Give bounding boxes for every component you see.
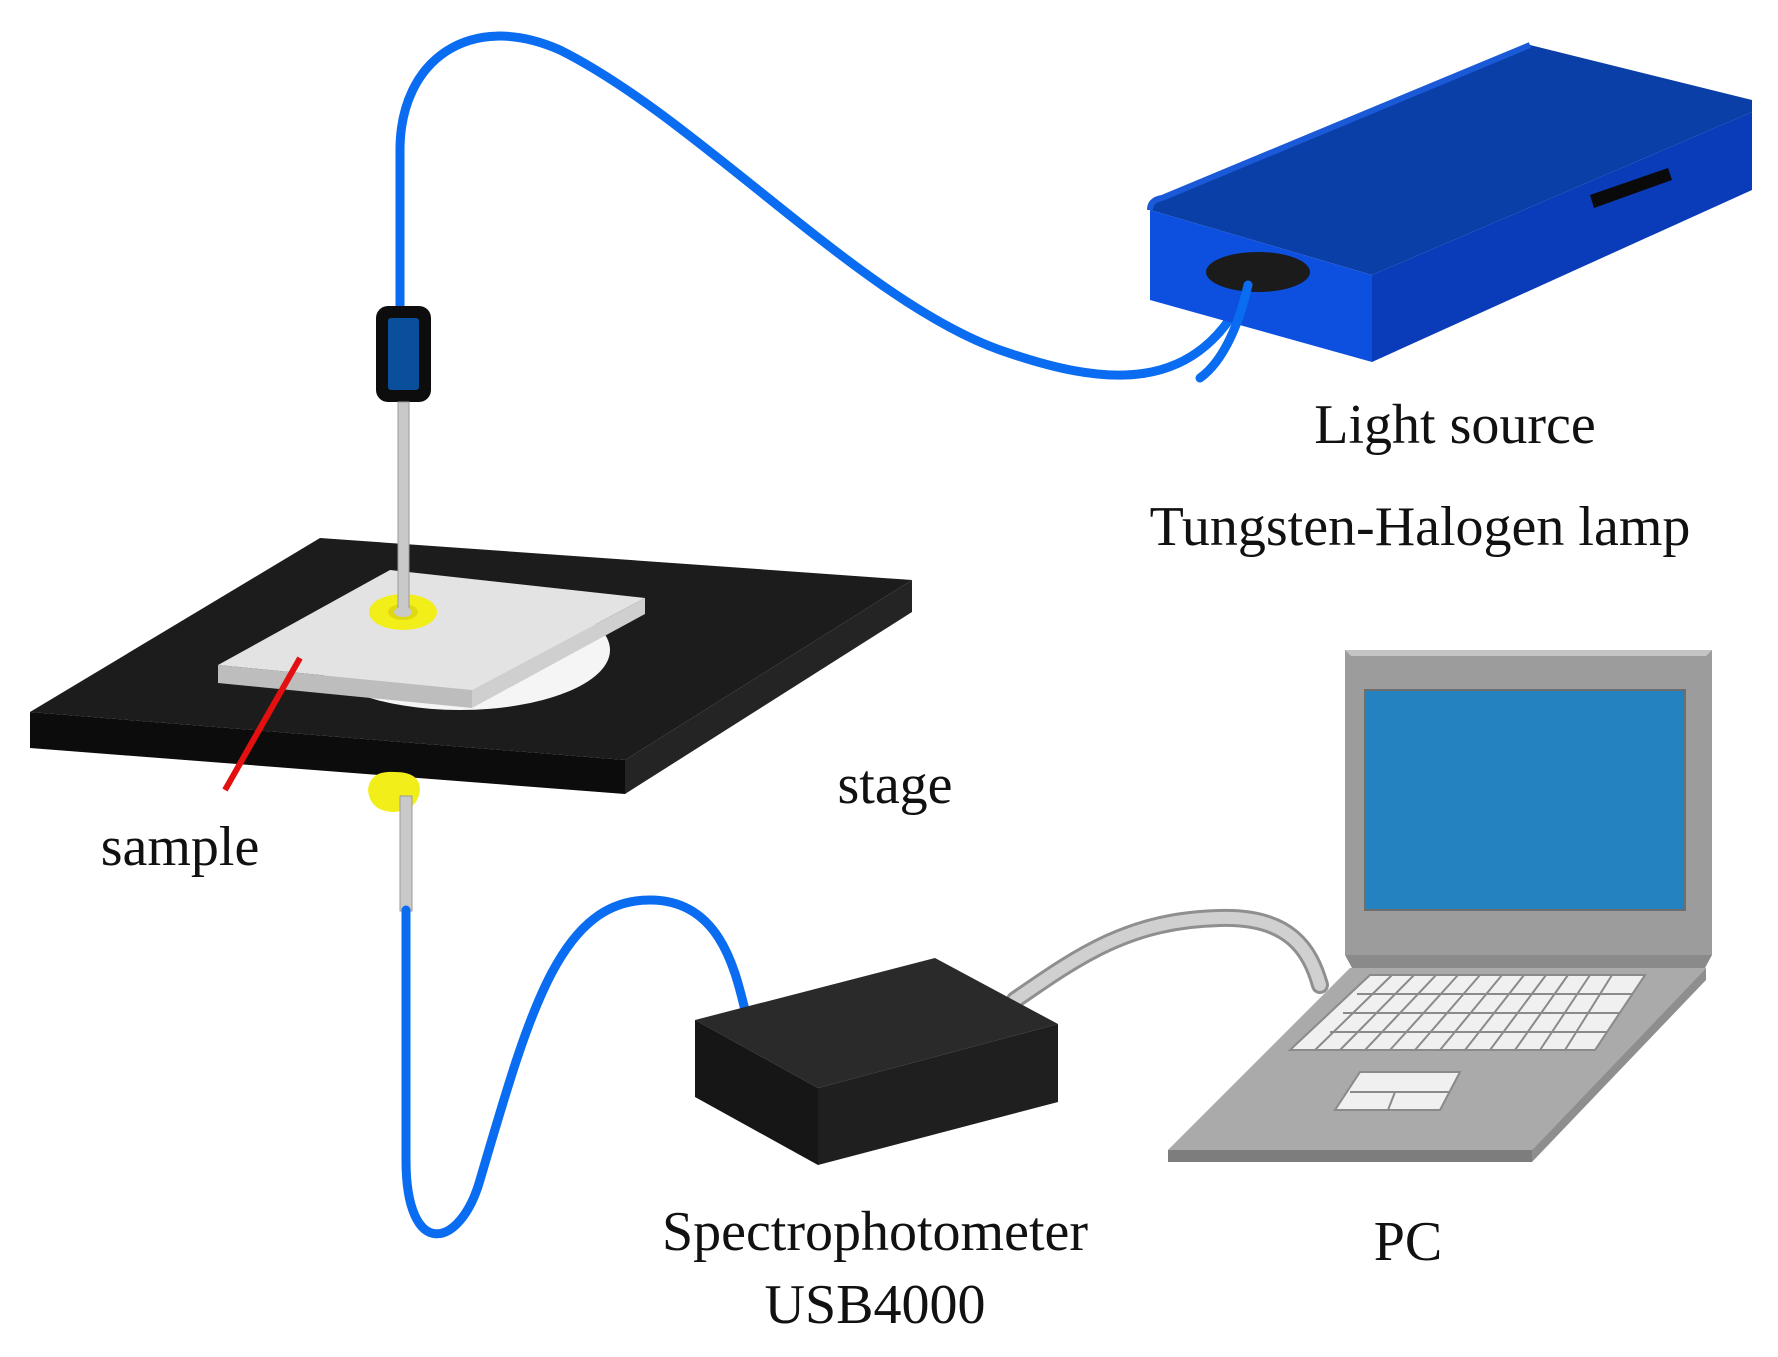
- upper-optical-fiber: [395, 31, 1255, 380]
- light-source-subtitle: Tungsten-Halogen lamp: [1150, 496, 1691, 558]
- light-source-title: Light source: [1314, 394, 1595, 456]
- spectrometer-box-icon: [695, 958, 1058, 1165]
- laptop-icon: [1168, 650, 1712, 1162]
- lower-probe-rod: [399, 795, 413, 912]
- light-source-lamp: [1147, 42, 1752, 362]
- usb-cable: [1006, 908, 1329, 1009]
- sample-pointer-line: [222, 656, 303, 792]
- sample-label: sample: [101, 816, 260, 878]
- spectrophotometer-model: USB4000: [765, 1274, 986, 1336]
- fiber-connector-icon: [376, 306, 431, 402]
- lower-optical-fiber: [401, 895, 750, 1239]
- spectrophotometer-title: Spectrophotometer: [662, 1201, 1088, 1263]
- lamp-slot: [1590, 168, 1672, 208]
- laptop-screen: [1364, 689, 1686, 911]
- sample-slide: [218, 570, 645, 708]
- stage-label: stage: [837, 754, 952, 816]
- lamp-output-port: [1206, 252, 1310, 292]
- pc-label: PC: [1374, 1211, 1443, 1273]
